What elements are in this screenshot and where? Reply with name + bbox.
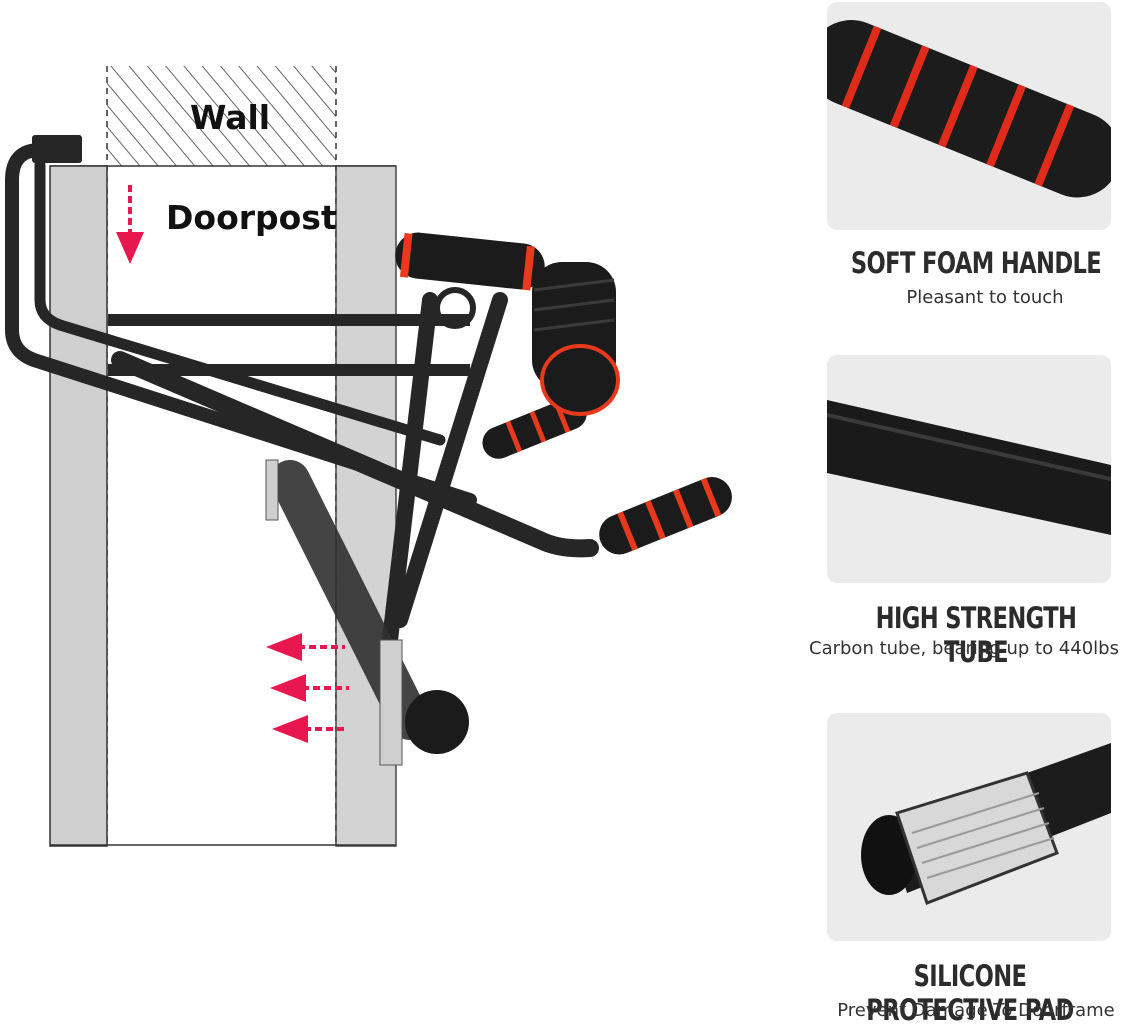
wall-label: Wall xyxy=(190,98,271,137)
vertical-handle-foam xyxy=(532,262,620,416)
protective-pad-closeup-icon xyxy=(861,743,1111,905)
right-handle-foam xyxy=(599,477,732,555)
down-arrow-icon xyxy=(116,185,144,264)
pad-image xyxy=(827,713,1111,941)
feature-title-pad: SILICONE PROTECTIVE PAD xyxy=(866,959,1074,1027)
doorpost-left xyxy=(49,165,108,847)
feature-subtitle-pad: Prevent Damage To Doorframe xyxy=(837,1000,1115,1021)
steel-tube-closeup-icon xyxy=(827,400,1111,535)
top-hook-icon xyxy=(5,135,477,507)
tube-image xyxy=(827,355,1111,583)
feature-subtitle-foam: Pleasant to touch xyxy=(906,287,1064,308)
foam-handle-closeup-icon xyxy=(827,20,1111,198)
top-handle-foam xyxy=(395,232,545,329)
doorpost-label: Doorpost xyxy=(166,198,337,237)
feature-title-tube: HIGH STRENGTH TUBE xyxy=(875,601,1077,669)
feature-title-foam: SOFT FOAM HANDLE xyxy=(850,246,1102,280)
foam-handle-image xyxy=(827,2,1111,230)
diagram-illustration xyxy=(5,66,732,847)
pullup-bar-installation-diagram: Wall Doorpost xyxy=(5,66,732,847)
feature-subtitle-tube: Carbon tube, bearing up to 440lbs xyxy=(809,638,1119,659)
left-arrows-icon xyxy=(266,633,349,743)
wall-block xyxy=(107,66,336,166)
